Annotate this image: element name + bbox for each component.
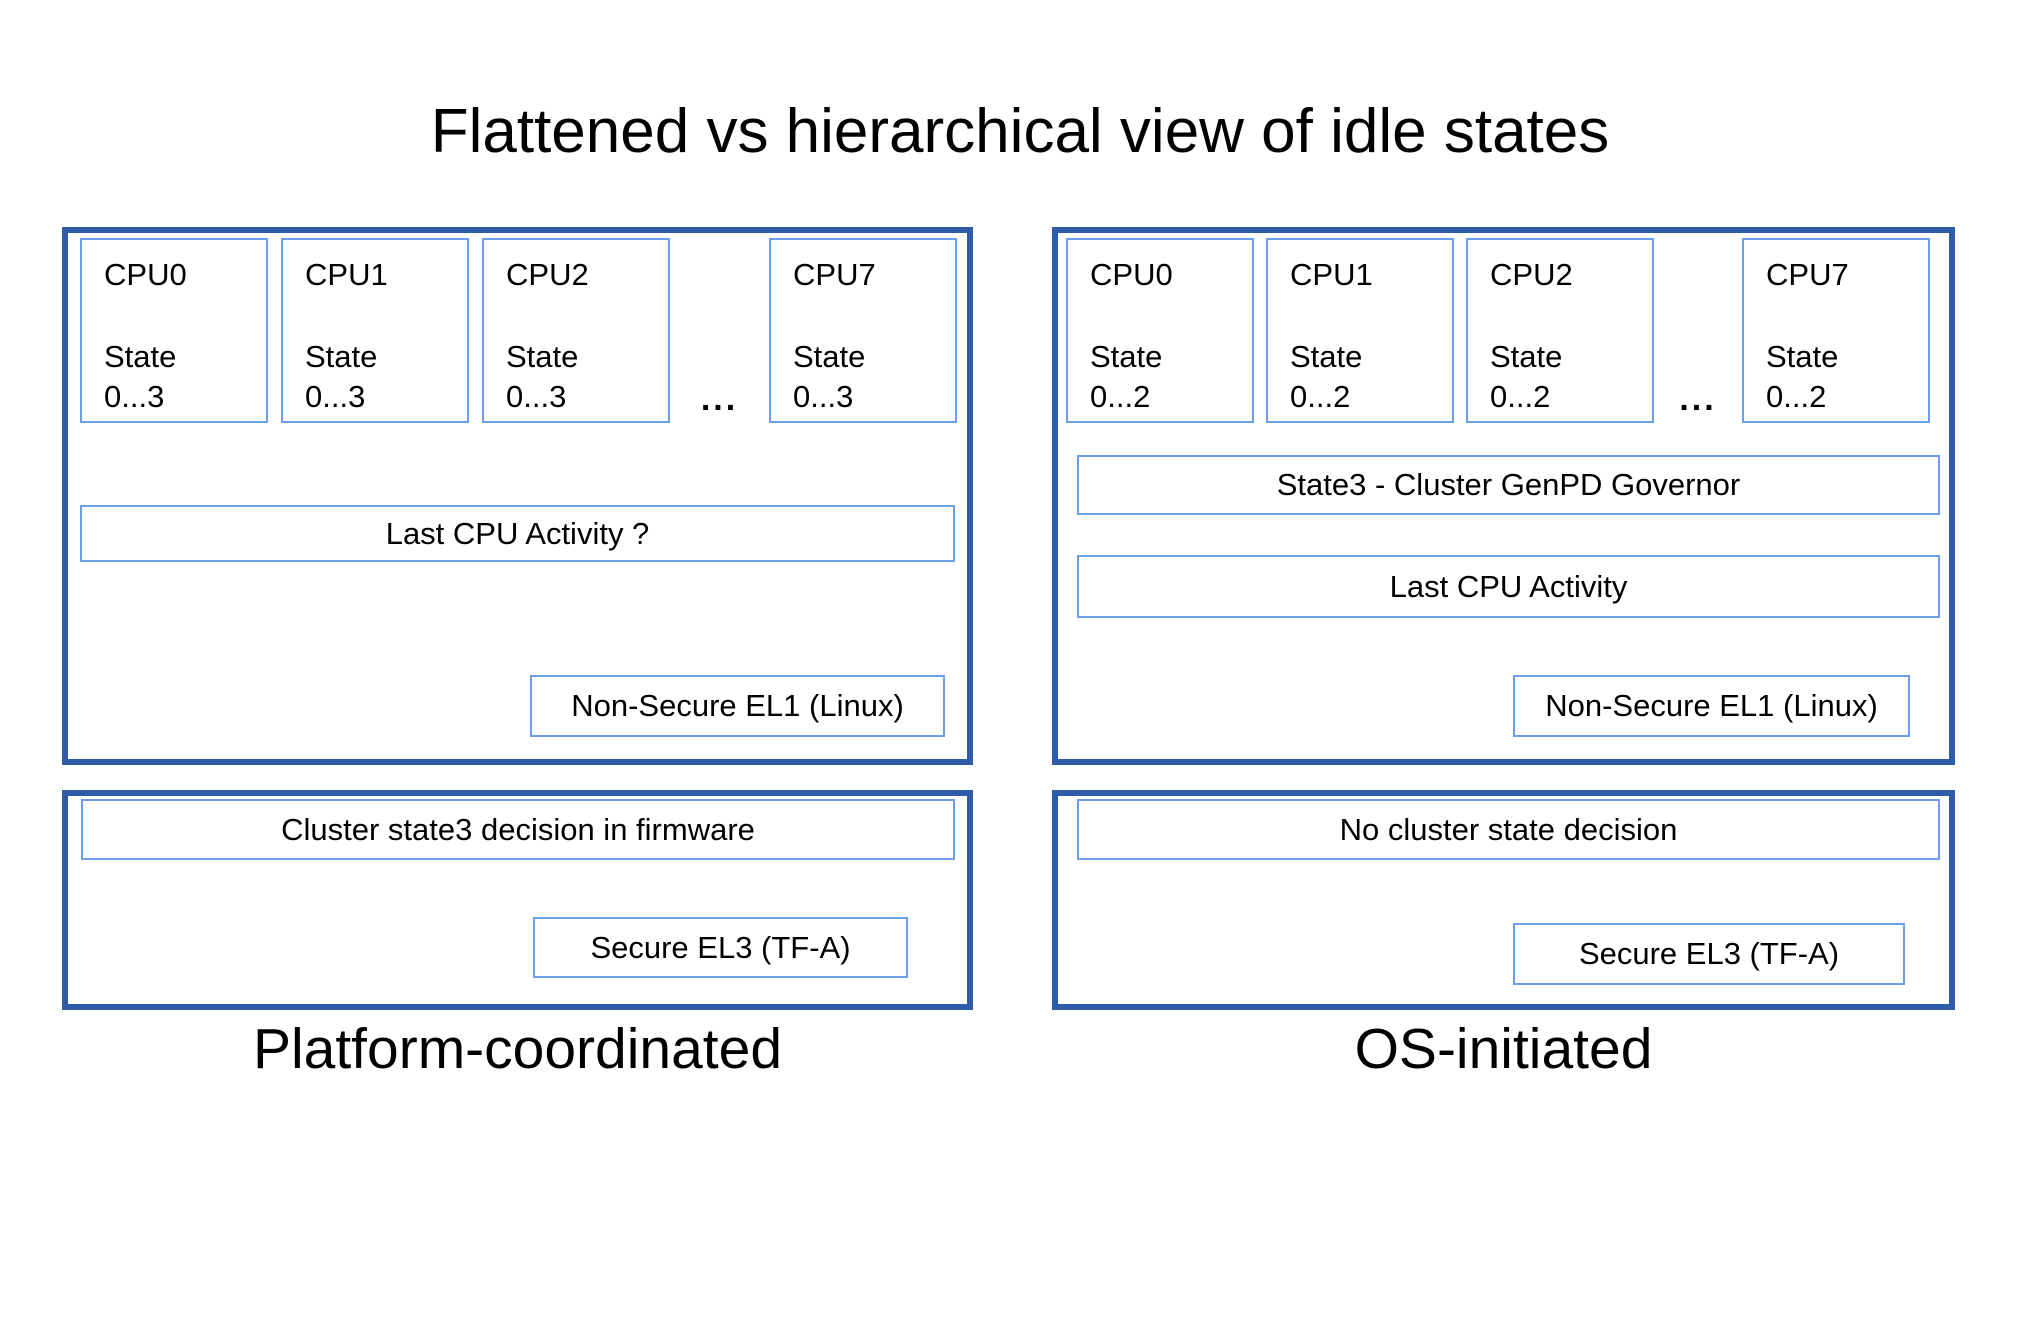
- cpu-box-cpu0: CPU0 State 0...2: [1066, 238, 1254, 423]
- cluster-state3-decision-box: Cluster state3 decision in firmware: [81, 799, 955, 860]
- cpu-box-cpu7: CPU7 State 0...3: [769, 238, 957, 423]
- no-cluster-state-decision-box: No cluster state decision: [1077, 799, 1940, 860]
- cpu-name: CPU0: [1090, 257, 1173, 292]
- cpu-box-cpu1: CPU1 State 0...2: [1266, 238, 1454, 423]
- last-cpu-activity-box: Last CPU Activity: [1077, 555, 1940, 618]
- cpu-box-cpu7: CPU7 State 0...2: [1742, 238, 1930, 423]
- platform-coordinated-caption: Platform-coordinated: [252, 1017, 783, 1081]
- os-initiated-el1-panel: CPU0 State 0...2 CPU1 State 0...2 CPU2 S…: [1052, 227, 1955, 765]
- cpu-state: State 0...2: [1290, 339, 1363, 414]
- cpu-state: State 0...3: [506, 339, 579, 414]
- non-secure-el1-label-box: Non-Secure EL1 (Linux): [530, 675, 945, 737]
- cpu-state: State 0...3: [305, 339, 378, 414]
- cpu-name: CPU2: [1490, 257, 1573, 292]
- cpu-name: CPU2: [506, 257, 589, 292]
- cpu-state: State 0...2: [1090, 339, 1163, 414]
- last-cpu-activity-question-box: Last CPU Activity ?: [80, 505, 955, 562]
- os-initiated-caption: OS-initiated: [1354, 1017, 1653, 1081]
- cpu-ellipsis: ...: [1679, 380, 1717, 418]
- platform-coordinated-el3-panel: Cluster state3 decision in firmware Secu…: [62, 790, 973, 1010]
- cpu-name: CPU0: [104, 257, 187, 292]
- cpu-box-cpu0: CPU0 State 0...3: [80, 238, 268, 423]
- os-cpu-row: CPU0 State 0...2 CPU1 State 0...2 CPU2 S…: [1066, 238, 1930, 423]
- cpu-name: CPU7: [1766, 257, 1849, 292]
- state3-cluster-genpd-governor-box: State3 - Cluster GenPD Governor: [1077, 455, 1940, 515]
- slide-title: Flattened vs hierarchical view of idle s…: [430, 97, 1610, 166]
- cpu-box-cpu2: CPU2 State 0...3: [482, 238, 670, 423]
- cpu-state: State 0...2: [1766, 339, 1839, 414]
- platform-cpu-row: CPU0 State 0...3 CPU1 State 0...3 CPU2 S…: [80, 238, 957, 423]
- cpu-name: CPU7: [793, 257, 876, 292]
- cpu-state: State 0...2: [1490, 339, 1563, 414]
- cpu-name: CPU1: [305, 257, 388, 292]
- non-secure-el1-label-box: Non-Secure EL1 (Linux): [1513, 675, 1910, 737]
- secure-el3-label-box: Secure EL3 (TF-A): [533, 917, 908, 978]
- cpu-name: CPU1: [1290, 257, 1373, 292]
- cpu-box-cpu1: CPU1 State 0...3: [281, 238, 469, 423]
- cpu-ellipsis: ...: [700, 380, 739, 418]
- os-initiated-el3-panel: No cluster state decision Secure EL3 (TF…: [1052, 790, 1955, 1010]
- cpu-state: State 0...3: [793, 339, 866, 414]
- cpu-box-cpu2: CPU2 State 0...2: [1466, 238, 1654, 423]
- platform-coordinated-el1-panel: CPU0 State 0...3 CPU1 State 0...3 CPU2 S…: [62, 227, 973, 765]
- cpu-state: State 0...3: [104, 339, 177, 414]
- secure-el3-label-box: Secure EL3 (TF-A): [1513, 923, 1905, 985]
